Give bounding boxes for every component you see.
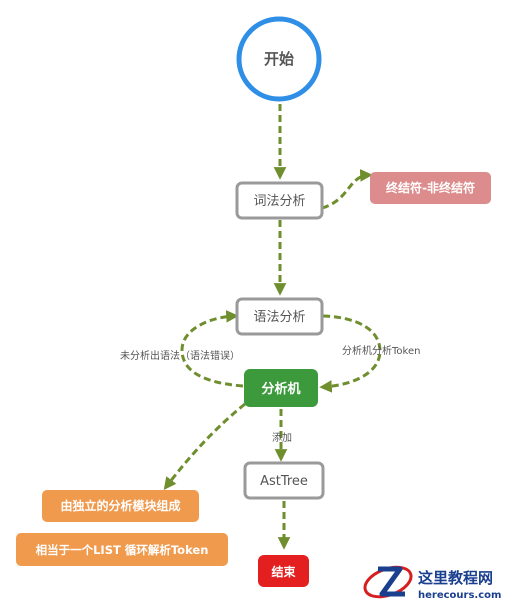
watermark-site-url: herecours.com — [418, 590, 501, 601]
edge-label-token: 分析机分析Token — [342, 344, 420, 357]
list-note — [16, 533, 228, 566]
ast-node — [243, 461, 325, 500]
lexical-node — [235, 181, 324, 220]
independent-note-label: 由独立的分析模块组成 — [60, 498, 180, 513]
edge-lexical-to-terminal — [321, 169, 373, 210]
edge-analyzer-to-syntax — [180, 310, 244, 388]
syntax-label: 语法分析 — [253, 310, 305, 325]
syntax-node — [235, 297, 324, 336]
edge-analyzer-to-independent — [163, 402, 246, 491]
terminal-note — [370, 172, 491, 204]
terminal-note-label: 终结符-非终结符 — [386, 180, 475, 195]
analyzer-label: 分析机 — [261, 381, 300, 397]
end-node — [258, 555, 309, 587]
lexical-label: 词法分析 — [253, 194, 305, 209]
watermark-site-name: 这里教程网 — [418, 569, 493, 587]
start-label: 开始 — [264, 50, 294, 68]
independent-note — [42, 490, 199, 522]
watermark-logo-icon — [363, 565, 413, 599]
end-label: 结束 — [271, 564, 296, 579]
list-note-label: 相当于一个LIST 循环解析Token — [36, 543, 209, 557]
analyzer-node — [244, 369, 318, 407]
ast-label: AstTree — [260, 474, 308, 489]
edge-label-error: 未分析出语法（语法错误） — [120, 349, 240, 362]
edge-syntax-to-analyzer — [319, 314, 382, 393]
edge-label-add: 添加 — [272, 431, 292, 444]
start-node — [236, 16, 322, 102]
